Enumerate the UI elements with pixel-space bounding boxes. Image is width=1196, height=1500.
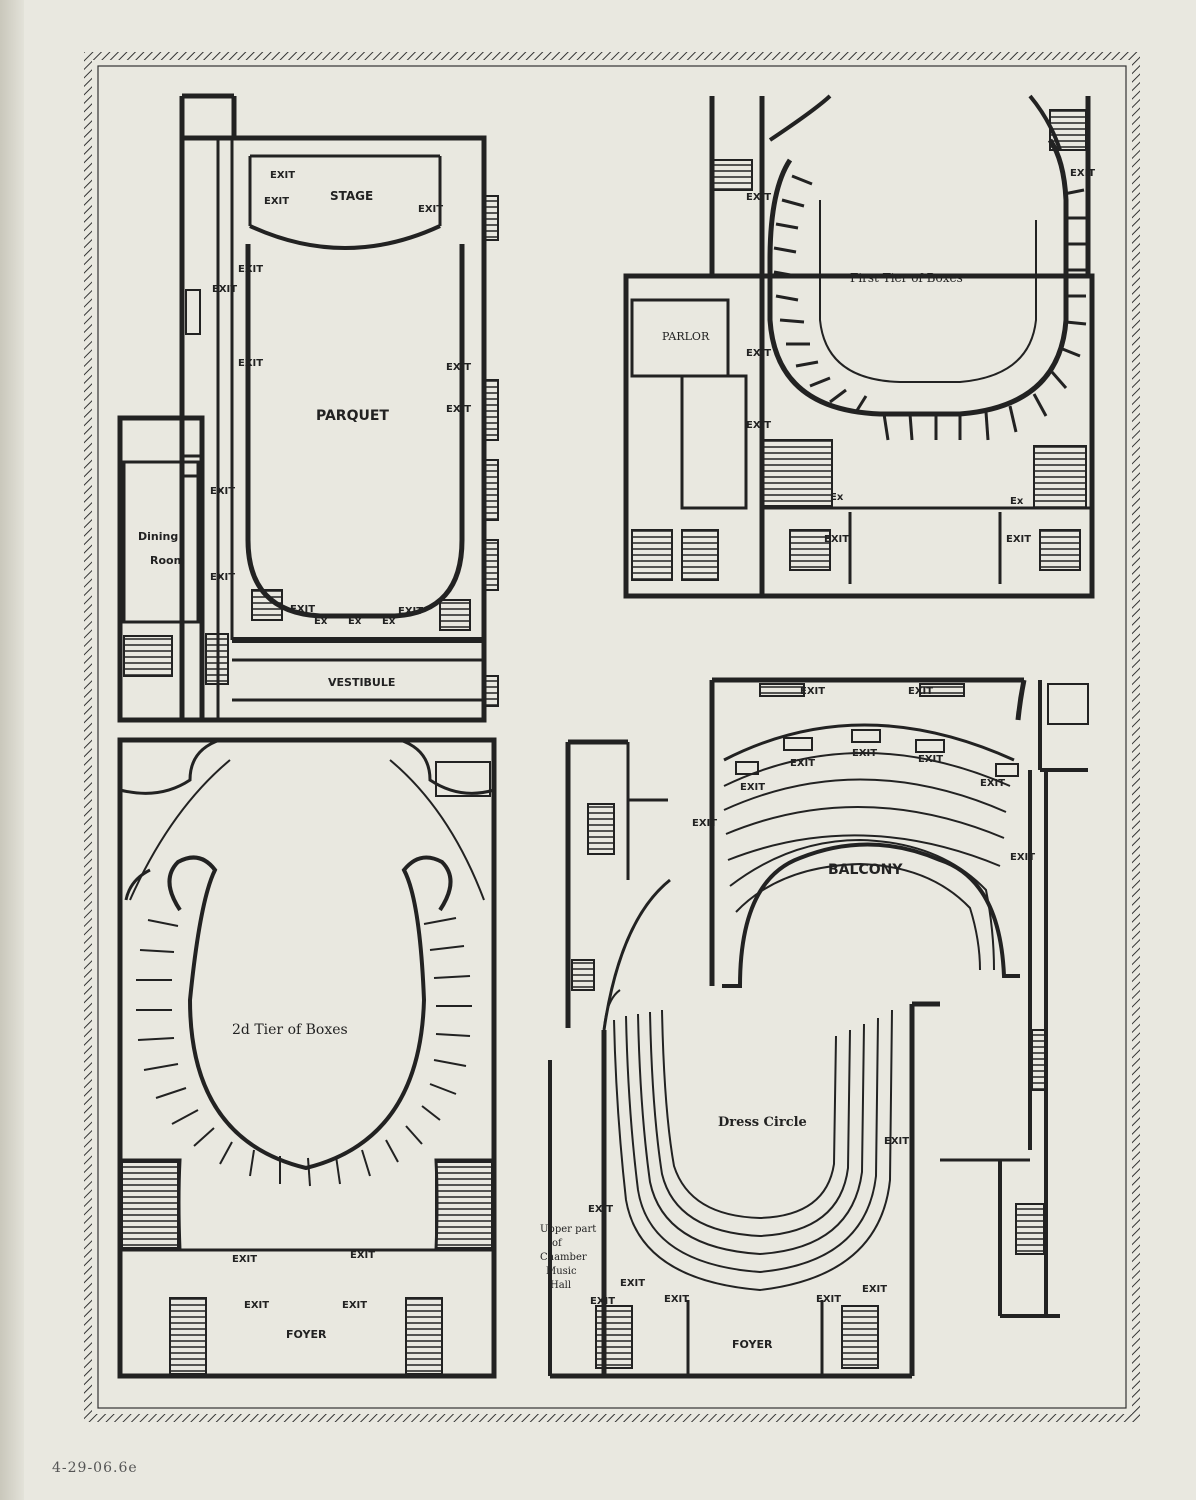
vestibule-label: VESTIBULE: [328, 676, 395, 689]
first-tier-floor-plan: [623, 94, 1095, 599]
exit-label: EXIT: [270, 170, 295, 181]
exit-label: EXIT: [212, 284, 237, 295]
ex-label: Ex: [348, 616, 362, 627]
parlor-label: PARLOR: [662, 330, 710, 343]
chamber-note: Upper part: [540, 1224, 596, 1235]
second-tier-title: 2d Tier of Boxes: [232, 1022, 348, 1038]
second-tier-labels: 2d Tier of Boxes FOYER EXIT EXIT EXIT EX…: [232, 1022, 375, 1341]
exit-label: EXIT: [264, 196, 289, 207]
room-label: Room: [150, 554, 185, 567]
chamber-note: Hall: [550, 1280, 571, 1291]
exit-label: EXIT: [746, 348, 771, 359]
exit-label: EXIT: [746, 420, 771, 431]
ex-label: Ex: [314, 616, 328, 627]
exit-label: EXIT: [620, 1278, 645, 1289]
foyer-label: FOYER: [286, 1328, 327, 1341]
ex-label: Ex: [1010, 496, 1024, 507]
first-tier-labels: First Tier of Boxes PARLOR EXIT EXIT EXI…: [662, 168, 1095, 545]
exit-label: EXIT: [918, 754, 943, 765]
parquet-labels: STAGE PARQUET Dining Room VESTIBULE EXIT…: [138, 170, 471, 689]
dress-circle-labels: Dress Circle FOYER EXIT EXIT EXIT EXIT E…: [540, 1115, 909, 1351]
parquet-floor-plan: [117, 93, 499, 723]
exit-label: EXIT: [1010, 852, 1035, 863]
exit-label: EXIT: [590, 1296, 615, 1307]
chamber-note: Chamber: [540, 1252, 587, 1263]
exit-label: EXIT: [232, 1254, 257, 1265]
exit-label: EXIT: [398, 606, 423, 617]
binding-edge: [0, 0, 24, 1500]
parquet-label: PARQUET: [316, 408, 389, 424]
exit-label: EXIT: [740, 782, 765, 793]
exit-label: EXIT: [884, 1136, 909, 1147]
exit-label: EXIT: [790, 758, 815, 769]
exit-label: EXIT: [1006, 534, 1031, 545]
exit-label: EXIT: [418, 204, 443, 215]
balcony-labels: BALCONY EXIT EXIT EXIT EXIT EXIT EXIT EX…: [692, 686, 1035, 878]
page-border: [84, 52, 1140, 1422]
exit-label: EXIT: [238, 358, 263, 369]
exit-label: EXIT: [350, 1250, 375, 1261]
second-tier-floor-plan: [117, 737, 497, 1379]
exit-label: EXIT: [238, 264, 263, 275]
chamber-note: Music: [546, 1266, 577, 1277]
exit-label: EXIT: [210, 486, 235, 497]
exit-label: EXIT: [446, 362, 471, 373]
second-tier-box-dividers: [136, 917, 472, 1187]
exit-label: EXIT: [1070, 168, 1095, 179]
dress-circle-floor-plan: [548, 739, 1060, 1379]
ex-label: Ex: [830, 492, 844, 503]
exit-label: EXIT: [908, 686, 933, 697]
exit-label: EXIT: [800, 686, 825, 697]
handwritten-catalog-note: 4-29-06.6e: [52, 1460, 138, 1476]
exit-label: EXIT: [342, 1300, 367, 1311]
dining-label: Dining: [138, 530, 178, 543]
first-tier-box-dividers: [773, 174, 1087, 441]
exit-label: EXIT: [692, 818, 717, 829]
exit-label: EXIT: [290, 604, 315, 615]
exit-label: EXIT: [824, 534, 849, 545]
balcony-title: BALCONY: [828, 862, 903, 878]
exit-label: EXIT: [664, 1294, 689, 1305]
dress-circle-title: Dress Circle: [718, 1115, 807, 1130]
exit-label: EXIT: [852, 748, 877, 759]
balcony-floor-plan: [709, 677, 1089, 988]
exit-label: EXIT: [588, 1204, 613, 1215]
exit-label: EXIT: [210, 572, 235, 583]
ex-label: Ex: [382, 616, 396, 627]
exit-label: EXIT: [816, 1294, 841, 1305]
exit-label: EXIT: [980, 778, 1005, 789]
first-tier-title: First Tier of Boxes: [850, 271, 963, 285]
foyer-label: FOYER: [732, 1338, 773, 1351]
stage-label: STAGE: [330, 189, 373, 203]
exit-label: EXIT: [746, 192, 771, 203]
exit-label: EXIT: [446, 404, 471, 415]
exit-label: EXIT: [862, 1284, 887, 1295]
exit-label: EXIT: [244, 1300, 269, 1311]
chamber-note: of: [552, 1238, 563, 1249]
